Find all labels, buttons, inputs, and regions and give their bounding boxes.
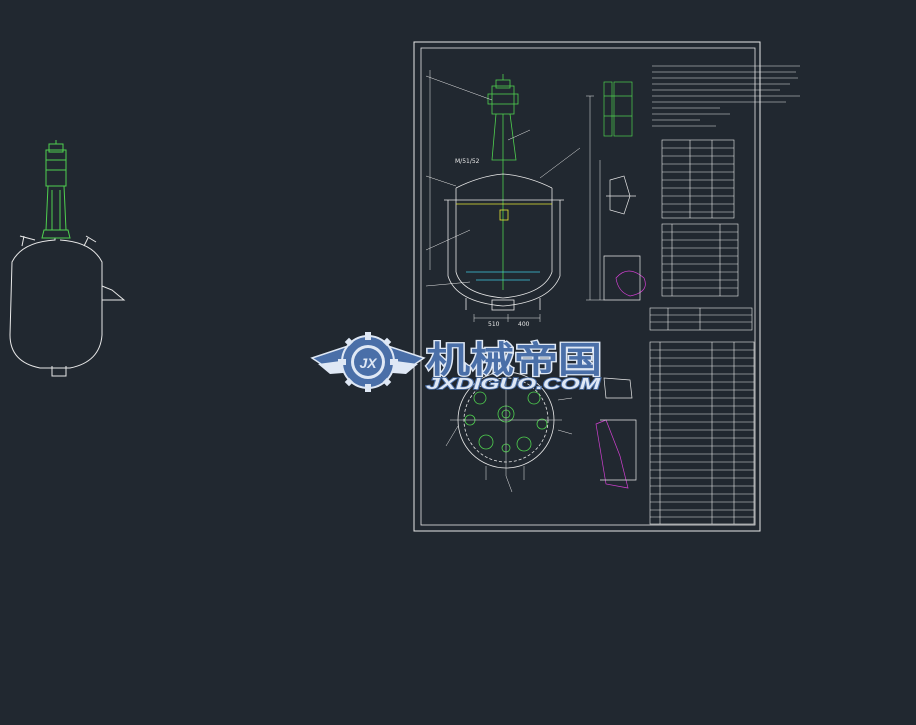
spec-tables — [649, 139, 755, 525]
technical-notes — [652, 65, 800, 127]
watermark-chinese-text: 机械帝国 — [426, 340, 602, 381]
reactor-preview — [9, 140, 126, 377]
watermark-domain-text: JXDIGUO.COM — [426, 376, 601, 393]
dimension-width-a: 510 — [488, 321, 500, 328]
part-code-label: M/51/52 — [455, 158, 480, 165]
watermark-logo: JX 机械帝国 JXDIGUO.COM — [310, 332, 603, 394]
main-elevation-view: 510 400 M/51/52 — [425, 70, 604, 328]
plan-view — [445, 364, 573, 493]
dimension-width-b: 400 — [518, 321, 530, 328]
detail-views — [595, 81, 646, 489]
drawing-sheet — [413, 41, 761, 532]
watermark-badge-text: JX — [359, 355, 378, 371]
gear-icon — [338, 332, 398, 392]
